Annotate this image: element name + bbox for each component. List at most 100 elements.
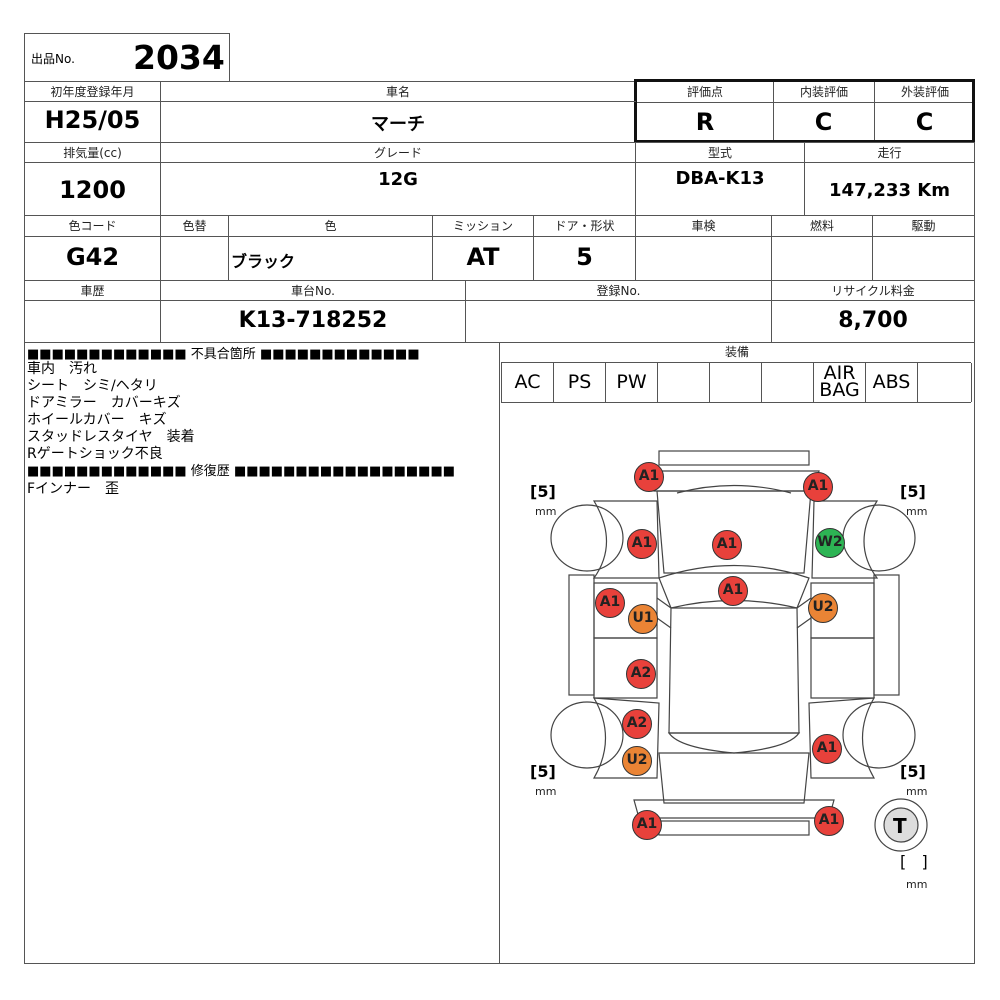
- tread-front-left: [5]: [530, 482, 556, 501]
- damage-badge: A1: [718, 576, 748, 606]
- spare-label: T: [893, 814, 907, 838]
- tread-rear-right: [5]: [900, 762, 926, 781]
- interior-label: 内装評価: [773, 82, 874, 102]
- equip-slot: [658, 363, 710, 402]
- grade-cell: グレード 12G: [160, 142, 636, 216]
- damage-badge: U1: [628, 604, 658, 634]
- tread-rear-left: [5]: [530, 762, 556, 781]
- drive-cell: 駆動: [872, 215, 975, 281]
- equip-ac: AC: [502, 363, 554, 402]
- chassis-cell: 車台No. K13-718252: [160, 280, 466, 343]
- reg-date-value: H25/05: [44, 106, 141, 134]
- color-code-value: G42: [65, 243, 120, 271]
- color-label: 色: [324, 219, 337, 233]
- color-cell: 色 ブラック: [228, 215, 433, 281]
- recycle-label: リサイクル料金: [831, 284, 915, 298]
- tread-unit: mm: [535, 785, 557, 798]
- model-value: DBA-K13: [675, 168, 765, 189]
- tread-unit: mm: [535, 505, 557, 518]
- fuel-cell: 燃料: [771, 215, 873, 281]
- chassis-label: 車台No.: [291, 284, 335, 298]
- damage-badge: U2: [622, 746, 652, 776]
- displacement-value: 1200: [59, 176, 126, 204]
- color-code-cell: 色コード G42: [24, 215, 161, 281]
- mileage-label: 走行: [877, 146, 902, 160]
- defect-item: 車内 汚れ: [27, 361, 97, 377]
- lot-number: 2034: [133, 38, 225, 77]
- color-code-label: 色コード: [68, 219, 117, 233]
- lot-label: 出品No.: [31, 52, 75, 66]
- damage-badge: U2: [808, 593, 838, 623]
- defect-item: シート シミ/ヘタリ: [27, 378, 158, 394]
- tread-unit: mm: [906, 878, 928, 891]
- car-name-cell: 車名 マーチ: [160, 81, 636, 143]
- mileage-value: 147,233 Km: [829, 180, 950, 201]
- defect-item: ドアミラー カバーキズ: [27, 395, 181, 411]
- recycle-cell: リサイクル料金 8,700: [771, 280, 975, 343]
- interior-value: C: [814, 108, 833, 136]
- equip-pw: PW: [606, 363, 658, 402]
- tread-unit: mm: [906, 785, 928, 798]
- equip-ps: PS: [554, 363, 606, 402]
- exterior-label: 外装評価: [874, 82, 975, 102]
- tread-front-right: [5]: [900, 482, 926, 501]
- defect-item: Rゲートショック不良: [27, 446, 163, 462]
- equipment-label: 装備: [724, 345, 749, 359]
- color-value: ブラック: [231, 252, 296, 271]
- displacement-cell: 排気量(cc) 1200: [24, 142, 161, 216]
- defects-header: ■■■■■■■■■■■■■ 不具合箇所 ■■■■■■■■■■■■■: [27, 347, 420, 362]
- mission-label: ミッション: [452, 219, 513, 233]
- tread-spare: [ ]: [900, 852, 928, 871]
- drive-label: 駆動: [911, 219, 936, 233]
- plate-cell: 登録No.: [465, 280, 772, 343]
- car-name-value: マーチ: [371, 114, 425, 135]
- diagram-panel: [499, 342, 975, 964]
- repaint-label: 色替: [182, 219, 207, 233]
- defect-item: ホイールカバー キズ: [27, 412, 167, 428]
- inspection-label: 車検: [691, 219, 716, 233]
- model-cell: 型式 DBA-K13: [635, 142, 805, 216]
- door-value: 5: [576, 243, 593, 271]
- damage-badge: A1: [634, 462, 664, 492]
- inspection-cell: 車検: [635, 215, 772, 281]
- damage-badge: A1: [595, 588, 625, 618]
- mission-cell: ミッション AT: [432, 215, 534, 281]
- reg-date-label: 初年度登録年月: [50, 85, 135, 99]
- door-cell: ドア・形状 5: [533, 215, 636, 281]
- car-name-label: 車名: [385, 85, 410, 99]
- model-label: 型式: [707, 146, 732, 160]
- damage-badge: A1: [803, 472, 833, 502]
- score-label: 評価点: [686, 85, 723, 99]
- tread-unit: mm: [906, 505, 928, 518]
- defect-item: スタッドレスタイヤ 装着: [27, 429, 195, 445]
- repair-item: Fインナー 歪: [27, 481, 120, 497]
- damage-badge: A1: [712, 530, 742, 560]
- damage-badge: A1: [632, 810, 662, 840]
- exterior-value: C: [915, 108, 934, 136]
- damage-badge: A1: [627, 529, 657, 559]
- grade-value: 12G: [378, 169, 418, 190]
- mission-value: AT: [466, 243, 500, 271]
- equip-abs: ABS: [866, 363, 918, 402]
- lot-box: 出品No. 2034: [24, 33, 230, 82]
- mileage-cell: 走行 147,233 Km: [804, 142, 975, 216]
- repairs-header: ■■■■■■■■■■■■■ 修復歴 ■■■■■■■■■■■■■■■■■■: [27, 464, 456, 479]
- equip-slot: [762, 363, 814, 402]
- repaint-cell: 色替: [160, 215, 229, 281]
- fuel-label: 燃料: [809, 219, 834, 233]
- damage-badge: A1: [814, 806, 844, 836]
- history-label: 車歴: [80, 284, 105, 298]
- score-value: R: [695, 108, 715, 136]
- equip-airbag: AIR BAG: [814, 363, 866, 402]
- score-group: 評価点 R 内装評価 C 外装評価 C: [634, 79, 975, 143]
- displacement-label: 排気量(cc): [63, 146, 122, 160]
- damage-badge: W2: [815, 528, 845, 558]
- equip-slot: [710, 363, 762, 402]
- equip-slot: [918, 363, 972, 402]
- reg-date-cell: 初年度登録年月 H25/05: [24, 81, 161, 143]
- recycle-value: 8,700: [838, 308, 908, 333]
- plate-label: 登録No.: [596, 284, 641, 298]
- door-label: ドア・形状: [554, 219, 615, 233]
- damage-badge: A2: [626, 659, 656, 689]
- grade-label: グレード: [373, 146, 422, 160]
